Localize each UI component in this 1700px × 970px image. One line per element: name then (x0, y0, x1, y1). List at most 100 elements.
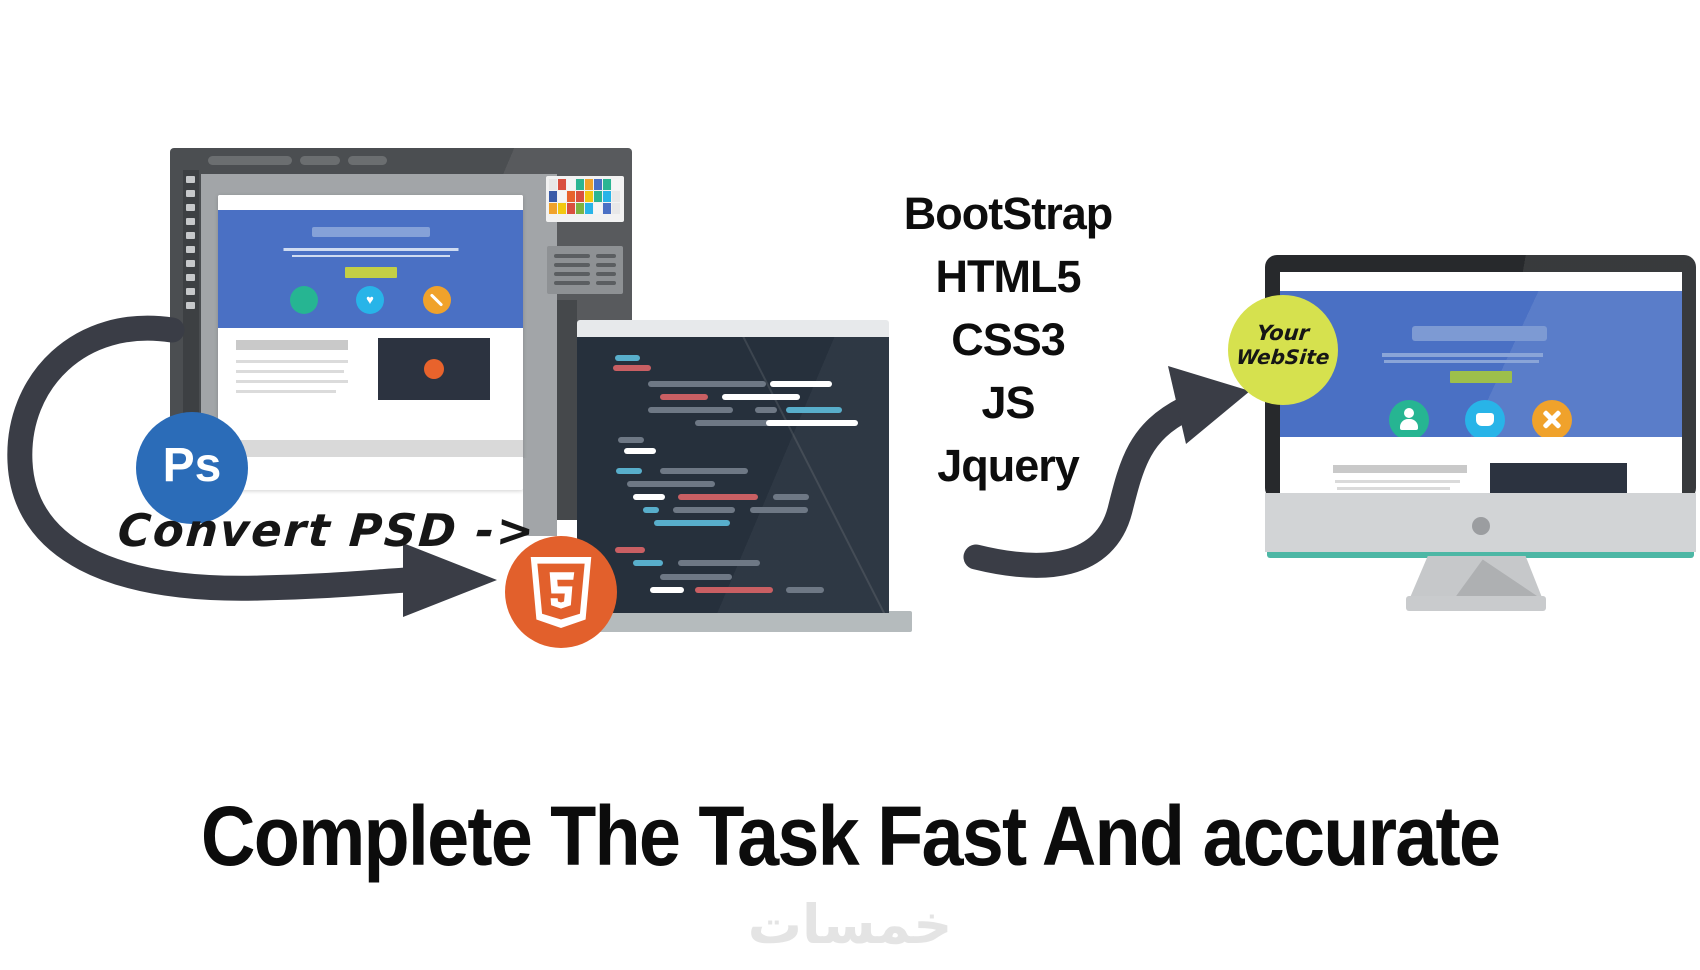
text-line (236, 370, 344, 373)
text-line (236, 390, 336, 393)
code-segment (648, 407, 733, 413)
code-segment (648, 381, 766, 387)
layers-row (547, 281, 623, 285)
window-side-shadow (557, 300, 577, 520)
code-segment (678, 560, 760, 566)
feature-circle-heart: ♥ (356, 286, 384, 314)
monitor-screen (1280, 272, 1682, 493)
code-line (577, 394, 889, 400)
code-segment (615, 547, 645, 553)
code-line (577, 574, 889, 580)
code-segment (627, 481, 715, 487)
html5-badge (505, 536, 617, 648)
color-swatch (576, 191, 584, 202)
tech-stack-list: BootStrap HTML5 CSS3 JS Jquery (888, 182, 1128, 497)
website-content (1280, 437, 1682, 493)
code-segment (615, 355, 640, 361)
code-segment (673, 507, 735, 513)
code-editor-titlebar (577, 320, 889, 337)
bubble-shape (1476, 413, 1494, 426)
layers-panel (547, 246, 623, 294)
stand-shadow (1453, 559, 1543, 600)
code-body (577, 337, 889, 613)
menu-pill (348, 156, 387, 165)
page-content (218, 328, 523, 440)
color-swatch (576, 203, 584, 214)
website-hero (1280, 291, 1682, 440)
user-icon (1389, 400, 1429, 440)
color-swatch (549, 179, 557, 190)
color-swatch (594, 191, 602, 202)
color-swatch (594, 203, 602, 214)
menu-pill (208, 156, 292, 165)
tool-square-icon (186, 288, 195, 295)
code-segment (633, 494, 665, 500)
code-segment (660, 394, 708, 400)
code-segment (624, 448, 656, 454)
color-swatch (585, 191, 593, 202)
code-line (577, 407, 889, 413)
hero-text-line (1382, 353, 1543, 357)
feature-circle-pencil (423, 286, 451, 314)
page-footer (218, 440, 523, 457)
hero-button (344, 267, 397, 278)
code-segment (786, 407, 842, 413)
text-block-title (1333, 465, 1467, 473)
window-side-edge (523, 458, 557, 536)
hero-button (1450, 371, 1512, 383)
code-window-base (590, 611, 912, 632)
tool-square-icon (186, 218, 195, 225)
tool-square-icon (186, 204, 195, 211)
code-line (577, 520, 889, 526)
code-line (577, 468, 889, 474)
user-head (1404, 408, 1414, 418)
tool-square-icon (186, 274, 195, 281)
pencil-icon (429, 293, 444, 307)
your-website-badge: Your WebSite (1228, 295, 1338, 405)
page-navbar (218, 195, 523, 210)
color-swatch (612, 203, 620, 214)
code-line (577, 365, 889, 371)
code-segment (660, 574, 732, 580)
code-segment (773, 494, 809, 500)
media-box (378, 338, 490, 400)
layers-row (547, 272, 623, 276)
your-website-text: WebSite (1235, 345, 1331, 369)
tech-item: BootStrap (903, 188, 1114, 239)
color-swatch (549, 191, 557, 202)
tools-icon (1532, 400, 1572, 440)
color-swatch (576, 179, 584, 190)
media-box (1490, 463, 1627, 493)
color-swatch (603, 191, 611, 202)
code-line (577, 437, 889, 443)
headline: Complete The Task Fast And accurate (200, 789, 1501, 883)
color-swatch (612, 179, 620, 190)
code-segment (695, 420, 773, 426)
convert-psd-label: Convert PSD -> (116, 504, 538, 557)
tech-item: CSS3 (951, 314, 1066, 365)
khamsat-watermark: خمسات (747, 893, 953, 956)
text-line (236, 360, 348, 363)
text-line (1335, 480, 1460, 483)
code-line (577, 494, 889, 500)
color-swatch (603, 203, 611, 214)
code-segment (650, 587, 684, 593)
hero-title-bar (311, 227, 430, 237)
hero-title-bar (1412, 326, 1547, 341)
text-block-title (236, 340, 348, 350)
tool-square-icon (186, 190, 195, 197)
code-editor-window (577, 320, 889, 613)
user-body (1400, 419, 1418, 430)
html5-shield-icon (530, 557, 592, 628)
monitor-chin (1265, 493, 1696, 552)
tech-item: HTML5 (935, 251, 1082, 302)
code-line (577, 420, 889, 426)
chat-bubble-icon (1465, 400, 1505, 440)
code-segment (633, 560, 663, 566)
code-line (577, 381, 889, 387)
menu-pill (300, 156, 340, 165)
tool-square-icon (186, 246, 195, 253)
code-segment (616, 468, 642, 474)
color-swatch (567, 179, 575, 190)
code-line (577, 355, 889, 361)
